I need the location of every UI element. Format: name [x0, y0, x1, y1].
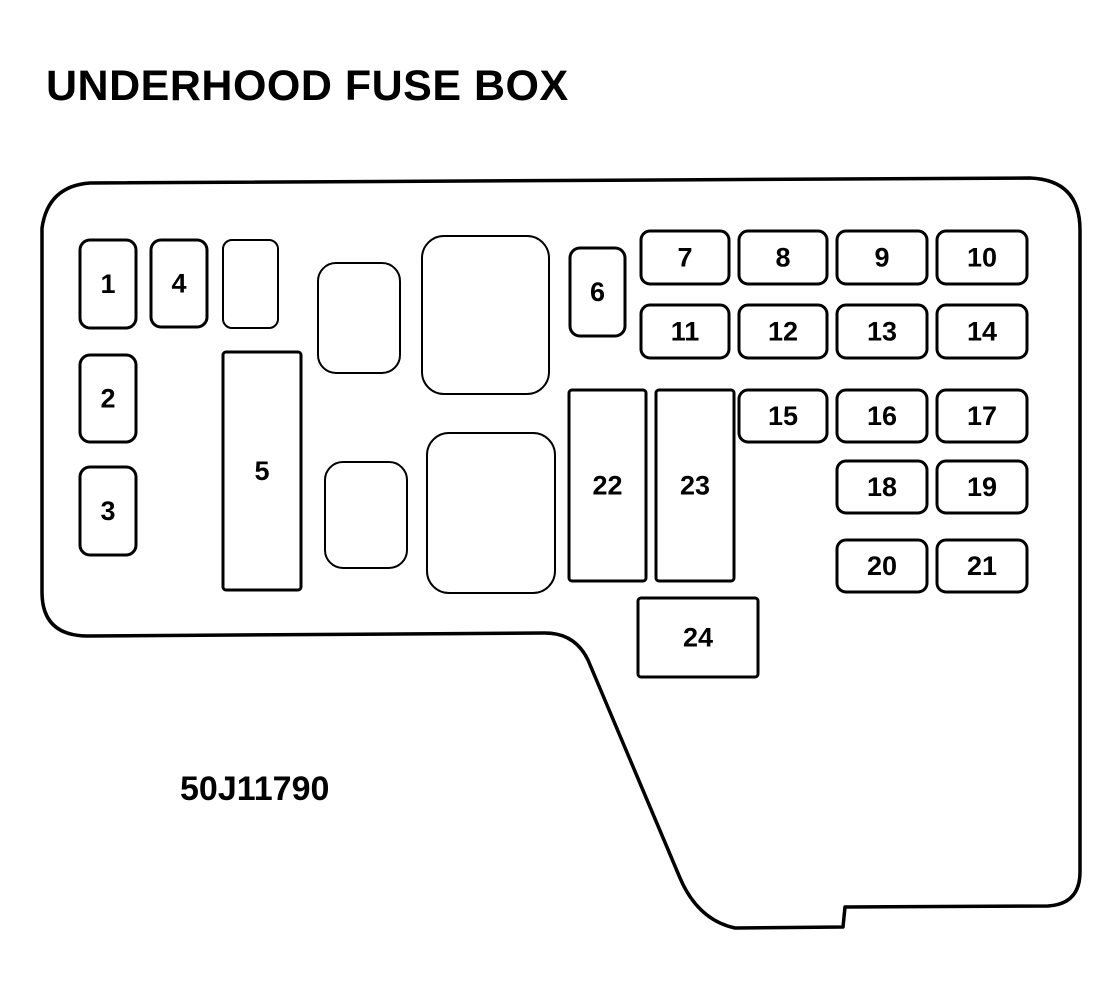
fuse-14: 14	[935, 303, 1029, 360]
fuse-number-label: 2	[100, 384, 115, 414]
fuse-number-label: 7	[677, 243, 692, 273]
fuse-number-label: 18	[867, 472, 897, 502]
fuse-slot	[935, 538, 1029, 594]
fuse-1: 1	[78, 238, 138, 330]
fuse-4: 4	[149, 238, 209, 329]
fuse-16: 16	[835, 388, 929, 444]
fuse-12: 12	[737, 303, 829, 360]
fuse-slot	[737, 303, 829, 360]
fuse-slot	[639, 303, 731, 360]
page-title: UNDERHOOD FUSE BOX	[46, 62, 569, 110]
relay-socket	[324, 461, 408, 569]
fuse-10: 10	[935, 229, 1029, 286]
fuse-number-label: 4	[171, 269, 186, 299]
fuse-24: 24	[636, 596, 760, 679]
fuse-number-label: 5	[254, 456, 269, 486]
fuse-15: 15	[737, 388, 829, 444]
fuse-number-label: 6	[590, 277, 605, 307]
fuse-21: 21	[935, 538, 1029, 594]
fuse-slot	[636, 596, 760, 679]
fuse-slot	[567, 388, 648, 583]
fuse-number-label: 24	[683, 623, 713, 653]
fuse-number-label: 14	[967, 317, 997, 347]
fuse-number-label: 23	[680, 471, 710, 501]
fuse-3: 3	[78, 465, 138, 557]
fuse-number-label: 17	[967, 401, 997, 431]
fuse-slot	[149, 238, 209, 329]
fuse-slot	[835, 303, 929, 360]
fuse-slot	[737, 229, 829, 286]
fuse-number-label: 20	[867, 551, 897, 581]
fuse-22: 22	[567, 388, 648, 583]
fuse-6: 6	[568, 246, 627, 338]
fuse-number-label: 15	[768, 401, 798, 431]
fuse-20: 20	[835, 538, 929, 594]
relay-socket	[317, 262, 401, 374]
part-code: 50J11790	[180, 770, 330, 808]
fuse-17: 17	[935, 388, 1029, 444]
fuse-number-label: 1	[100, 269, 115, 299]
fuse-box-outline	[40, 176, 1082, 930]
fuse-slot	[639, 229, 731, 286]
fuse-slot	[654, 388, 736, 583]
relay-socket	[421, 235, 550, 395]
fuse-slot	[835, 538, 929, 594]
fuse-19: 19	[935, 459, 1029, 515]
fuse-slot	[935, 229, 1029, 286]
fuse-number-label: 21	[967, 551, 997, 581]
fuse-number-label: 16	[867, 401, 897, 431]
fuse-18: 18	[835, 459, 929, 515]
fuse-slot	[935, 459, 1029, 515]
fuse-11: 11	[639, 303, 731, 360]
fuse-number-label: 11	[671, 317, 700, 347]
fuse-23: 23	[654, 388, 736, 583]
fuse-slot	[737, 388, 829, 444]
fuse-slot	[78, 465, 138, 557]
fuse-slot	[78, 238, 138, 330]
fuse-number-label: 13	[867, 317, 897, 347]
fuse-8: 8	[737, 229, 829, 286]
fuse-13: 13	[835, 303, 929, 360]
fuse-slot	[835, 459, 929, 515]
empty-fuse-slot	[222, 239, 279, 329]
fuse-slot	[835, 229, 929, 286]
fuse-2: 2	[78, 353, 138, 444]
fuse-number-label: 9	[874, 243, 889, 273]
relay-socket	[426, 432, 556, 594]
fuse-number-label: 10	[967, 243, 997, 273]
fuse-number-label: 19	[967, 472, 997, 502]
fuse-9: 9	[835, 229, 929, 286]
fuse-slot	[568, 246, 627, 338]
fuse-number-label: 12	[768, 317, 798, 347]
fuse-5: 5	[221, 350, 303, 592]
fuse-slot	[935, 303, 1029, 360]
fuse-number-label: 3	[100, 496, 115, 526]
fuse-slot	[221, 350, 303, 592]
fuse-number-label: 8	[775, 243, 790, 273]
fuse-slot	[78, 353, 138, 444]
fuse-slot	[935, 388, 1029, 444]
fuse-number-label: 22	[592, 471, 622, 501]
fuse-slot	[835, 388, 929, 444]
fuse-7: 7	[639, 229, 731, 286]
